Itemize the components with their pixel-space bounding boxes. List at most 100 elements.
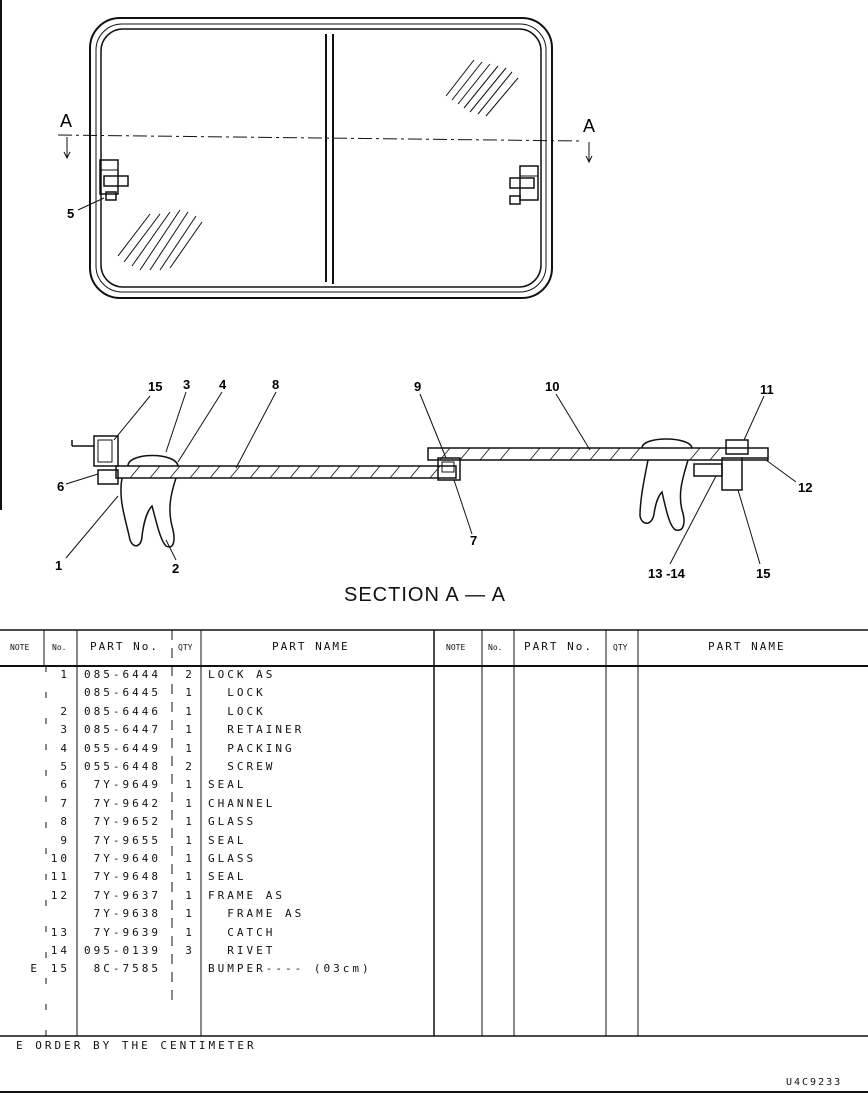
- header-part-no-2: PART No.: [524, 640, 593, 653]
- row-number: 10: [50, 852, 70, 865]
- row-quantity: 1: [185, 796, 195, 810]
- row-number: 4: [60, 741, 70, 755]
- row-part-number: 055-6448: [84, 760, 161, 773]
- header-part-no: PART No.: [90, 640, 159, 653]
- row-part-name: BUMPER---- (03cm): [208, 962, 372, 976]
- table-row: 5 055-6448 2 SCREW: [0, 760, 868, 778]
- row-number: 11: [50, 870, 70, 884]
- row-quantity: 1: [185, 852, 195, 865]
- row-part-name: LOCK: [208, 704, 266, 718]
- row-part-name: LOCK: [208, 686, 266, 700]
- callout-2: 2: [172, 561, 179, 576]
- row-part-number: 7Y-9637: [84, 888, 161, 902]
- callout-8: 8: [272, 377, 279, 392]
- row-quantity: 1: [185, 870, 195, 884]
- row-note: E: [30, 962, 40, 976]
- row-part-name: CHANNEL: [208, 796, 276, 810]
- table-row: 8 7Y-9652 1 GLASS: [0, 815, 868, 833]
- row-quantity: 1: [185, 686, 195, 700]
- row-part-name: LOCK AS: [208, 668, 276, 681]
- row-quantity: 1: [185, 815, 195, 829]
- row-part-name: RIVET: [208, 944, 276, 957]
- table-row: 7 7Y-9642 1 CHANNEL: [0, 797, 868, 815]
- row-part-name: SEAL: [208, 870, 247, 884]
- drawing-number: U4C9233: [786, 1077, 843, 1088]
- row-part-number: 7Y-9652: [84, 815, 161, 829]
- callout-4: 4: [219, 377, 227, 392]
- row-number: 15: [50, 962, 70, 976]
- row-part-number: 055-6449: [84, 741, 161, 755]
- table-row: E 15 8C-7585 BUMPER---- (03cm): [0, 962, 868, 980]
- row-part-number: 085-6447: [84, 723, 161, 737]
- row-part-number: 7Y-9640: [84, 852, 161, 865]
- row-part-number: 7Y-9639: [84, 925, 161, 939]
- row-part-name: SEAL: [208, 778, 247, 792]
- section-marker-right: A: [583, 116, 595, 136]
- row-part-number: 8C-7585: [84, 962, 161, 976]
- row-number: 12: [50, 888, 70, 902]
- header-qty: QTY: [178, 643, 193, 652]
- table-row: 12 7Y-9637 1 FRAME AS: [0, 889, 868, 907]
- callout-9: 9: [414, 379, 421, 394]
- callout-7: 7: [470, 533, 477, 548]
- row-number: 14: [50, 944, 70, 957]
- parts-table-grid: [0, 629, 868, 1093]
- callout-5: 5: [67, 206, 74, 221]
- row-part-name: PACKING: [208, 741, 295, 755]
- row-part-name: FRAME AS: [208, 888, 285, 902]
- row-part-number: 7Y-9655: [84, 833, 161, 847]
- window-front-view: [57, 17, 593, 299]
- row-part-number: 095-0139: [84, 944, 161, 957]
- row-part-name: RETAINER: [208, 723, 305, 737]
- row-number: 13: [50, 925, 70, 939]
- row-part-number: 085-6445: [84, 686, 161, 700]
- row-part-number: 7Y-9642: [84, 796, 161, 810]
- row-quantity: 1: [185, 741, 195, 755]
- table-row: 085-6445 1 LOCK: [0, 686, 868, 704]
- row-number: 5: [60, 760, 70, 773]
- row-part-name: SCREW: [208, 760, 276, 773]
- header-note-2: NOTE: [446, 643, 466, 652]
- header-no-2: No.: [488, 643, 503, 652]
- callout-1: 1: [55, 558, 62, 573]
- section-view: [65, 391, 797, 565]
- section-title: SECTION A — A: [344, 584, 506, 606]
- row-quantity: 1: [185, 778, 195, 792]
- row-quantity: 1: [185, 925, 195, 939]
- callout-3: 3: [183, 377, 190, 392]
- row-part-name: SEAL: [208, 833, 247, 847]
- callout-13-14: 13 -14: [648, 566, 686, 581]
- header-note: NOTE: [10, 643, 30, 652]
- row-part-name: CATCH: [208, 925, 276, 939]
- row-part-number: 085-6444: [84, 668, 161, 681]
- row-quantity: 1: [185, 888, 195, 902]
- row-number: 7: [60, 796, 70, 810]
- row-quantity: 2: [185, 760, 195, 773]
- table-row: 1 085-6444 2 LOCK AS: [0, 668, 868, 686]
- callout-10: 10: [545, 379, 559, 394]
- header-qty-2: QTY: [613, 643, 628, 652]
- row-quantity: 1: [185, 723, 195, 737]
- table-row: 4 055-6449 1 PACKING: [0, 742, 868, 760]
- row-part-name: GLASS: [208, 815, 257, 829]
- header-part-name-2: PART NAME: [708, 640, 786, 653]
- row-quantity: 2: [185, 668, 195, 681]
- row-part-number: 7Y-9649: [84, 778, 161, 792]
- row-number: 2: [60, 704, 70, 718]
- section-marker-left: A: [60, 111, 72, 131]
- row-number: 1: [60, 668, 70, 681]
- table-row: 11 7Y-9648 1 SEAL: [0, 870, 868, 888]
- row-number: 8: [60, 815, 70, 829]
- table-footnote: E ORDER BY THE CENTIMETER: [16, 1039, 257, 1052]
- row-number: 9: [60, 833, 70, 847]
- callout-12: 12: [798, 480, 812, 495]
- row-part-number: 7Y-9648: [84, 870, 161, 884]
- header-no: No.: [52, 643, 67, 652]
